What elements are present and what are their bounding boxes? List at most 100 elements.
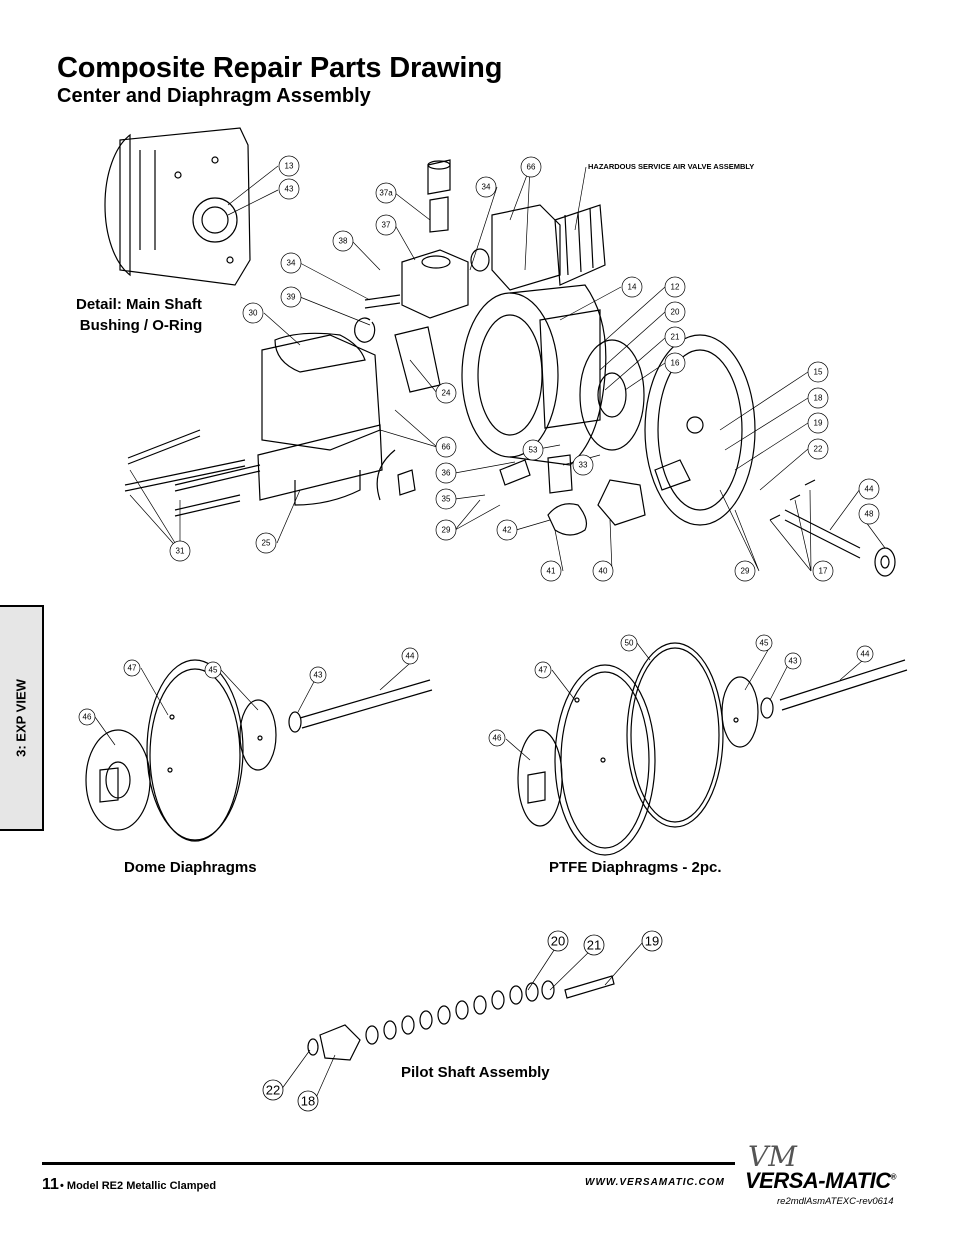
svg-text:66: 66 [527, 163, 536, 172]
callout[interactable]: 46 [78, 708, 96, 726]
page-title: Composite Repair Parts Drawing [57, 52, 503, 84]
svg-text:19: 19 [814, 419, 823, 428]
ptfe-diaphragm-drawing [517, 642, 908, 856]
document-code: re2mdlAsmATEXC-rev0614 [777, 1196, 894, 1207]
callout[interactable]: 22 [807, 438, 829, 460]
svg-text:44: 44 [861, 650, 870, 659]
callout[interactable]: 37 [375, 214, 397, 236]
callout[interactable]: 24 [435, 382, 457, 404]
svg-text:22: 22 [814, 445, 823, 454]
dome-callouts: 47 45 43 44 46 [78, 647, 419, 726]
registered-mark: ® [890, 1172, 897, 1182]
callout[interactable]: 19 [807, 412, 829, 434]
callout[interactable]: 48 [858, 503, 880, 525]
callout[interactable]: 43 [309, 666, 327, 684]
callout[interactable]: 39 [280, 286, 302, 308]
center-block-drawing [257, 332, 383, 506]
callout[interactable]: 31 [169, 540, 191, 562]
callout[interactable]: 21 [583, 934, 605, 956]
callout[interactable]: 46 [488, 729, 506, 747]
callout[interactable]: 18 [297, 1090, 319, 1112]
main-callouts: 13 43 37a 34 66 37 38 34 39 30 14 12 20 … [169, 155, 880, 582]
svg-text:47: 47 [539, 666, 548, 675]
callout[interactable]: 43 [278, 178, 300, 200]
svg-text:24: 24 [442, 389, 451, 398]
svg-text:22: 22 [266, 1083, 280, 1098]
svg-text:46: 46 [83, 713, 92, 722]
callout[interactable]: 16 [664, 352, 686, 374]
callout[interactable]: 44 [401, 647, 419, 665]
callout[interactable]: 20 [664, 301, 686, 323]
pilot-caption: Pilot Shaft Assembly [401, 1064, 550, 1081]
callout[interactable]: 33 [572, 454, 594, 476]
svg-text:47: 47 [128, 664, 137, 673]
detail-housing-drawing [104, 127, 251, 286]
callout[interactable]: 17 [812, 560, 834, 582]
callout[interactable]: 44 [858, 478, 880, 500]
callout[interactable]: 45 [755, 634, 773, 652]
callout[interactable]: 45 [204, 661, 222, 679]
svg-text:21: 21 [671, 333, 680, 342]
svg-text:43: 43 [314, 671, 323, 680]
callout[interactable]: 20 [547, 930, 569, 952]
callout[interactable]: 66 [520, 156, 542, 178]
section-tab[interactable]: 3: EXP VIEW [0, 605, 44, 831]
callout[interactable]: 25 [255, 532, 277, 554]
pilot-callouts: 20 21 19 22 18 [262, 930, 663, 1112]
callout[interactable]: 43 [784, 652, 802, 670]
callout[interactable]: 29 [734, 560, 756, 582]
callout[interactable]: 42 [496, 519, 518, 541]
svg-text:29: 29 [442, 526, 451, 535]
callout[interactable]: 35 [435, 488, 457, 510]
detail-caption: Detail: Main Shaft Bushing / O-Ring [76, 296, 206, 334]
callout[interactable]: 47 [534, 661, 552, 679]
callout[interactable]: 47 [123, 659, 141, 677]
callout[interactable]: 15 [807, 361, 829, 383]
callout[interactable]: 34 [280, 252, 302, 274]
svg-text:17: 17 [819, 567, 828, 576]
svg-text:37a: 37a [379, 189, 393, 198]
callout[interactable]: 40 [592, 560, 614, 582]
svg-text:41: 41 [547, 567, 556, 576]
callout[interactable]: 50 [620, 634, 638, 652]
valve-block-drawing [394, 249, 469, 393]
callout[interactable]: 41 [540, 560, 562, 582]
model-name: • Model RE2 Metallic Clamped [60, 1180, 217, 1192]
svg-text:43: 43 [285, 185, 294, 194]
svg-text:46: 46 [493, 734, 502, 743]
svg-text:40: 40 [599, 567, 608, 576]
svg-text:53: 53 [529, 446, 538, 455]
callout[interactable]: 13 [278, 155, 300, 177]
callout[interactable]: 44 [856, 645, 874, 663]
svg-text:31: 31 [176, 547, 185, 556]
svg-text:44: 44 [406, 652, 415, 661]
callout[interactable]: 34 [475, 176, 497, 198]
callout[interactable]: 38 [332, 230, 354, 252]
callout[interactable]: 18 [807, 387, 829, 409]
callout[interactable]: 30 [242, 302, 264, 324]
svg-text:38: 38 [339, 237, 348, 246]
svg-text:39: 39 [287, 293, 296, 302]
callout[interactable]: 36 [435, 462, 457, 484]
callout[interactable]: 66 [435, 436, 457, 458]
svg-text:30: 30 [249, 309, 258, 318]
main-shaft-drawing [769, 479, 896, 577]
fittings-drawing [499, 454, 646, 536]
callout[interactable]: 12 [664, 276, 686, 298]
callout[interactable]: 37a [375, 182, 397, 204]
dome-diaphragm-drawing [85, 659, 433, 842]
callout[interactable]: 21 [664, 326, 686, 348]
right-cover-drawing [644, 334, 756, 526]
detail-caption-line1: Detail: Main Shaft [76, 296, 202, 313]
callout[interactable]: 19 [641, 930, 663, 952]
callout[interactable]: 53 [522, 439, 544, 461]
svg-text:43: 43 [789, 657, 798, 666]
svg-text:37: 37 [382, 221, 391, 230]
callout[interactable]: 14 [621, 276, 643, 298]
brackets-drawing [354, 294, 416, 501]
svg-text:21: 21 [587, 938, 601, 953]
callout[interactable]: 22 [262, 1079, 284, 1101]
website-link[interactable]: WWW.VERSAMATIC.COM [585, 1177, 725, 1188]
callout[interactable]: 29 [435, 519, 457, 541]
